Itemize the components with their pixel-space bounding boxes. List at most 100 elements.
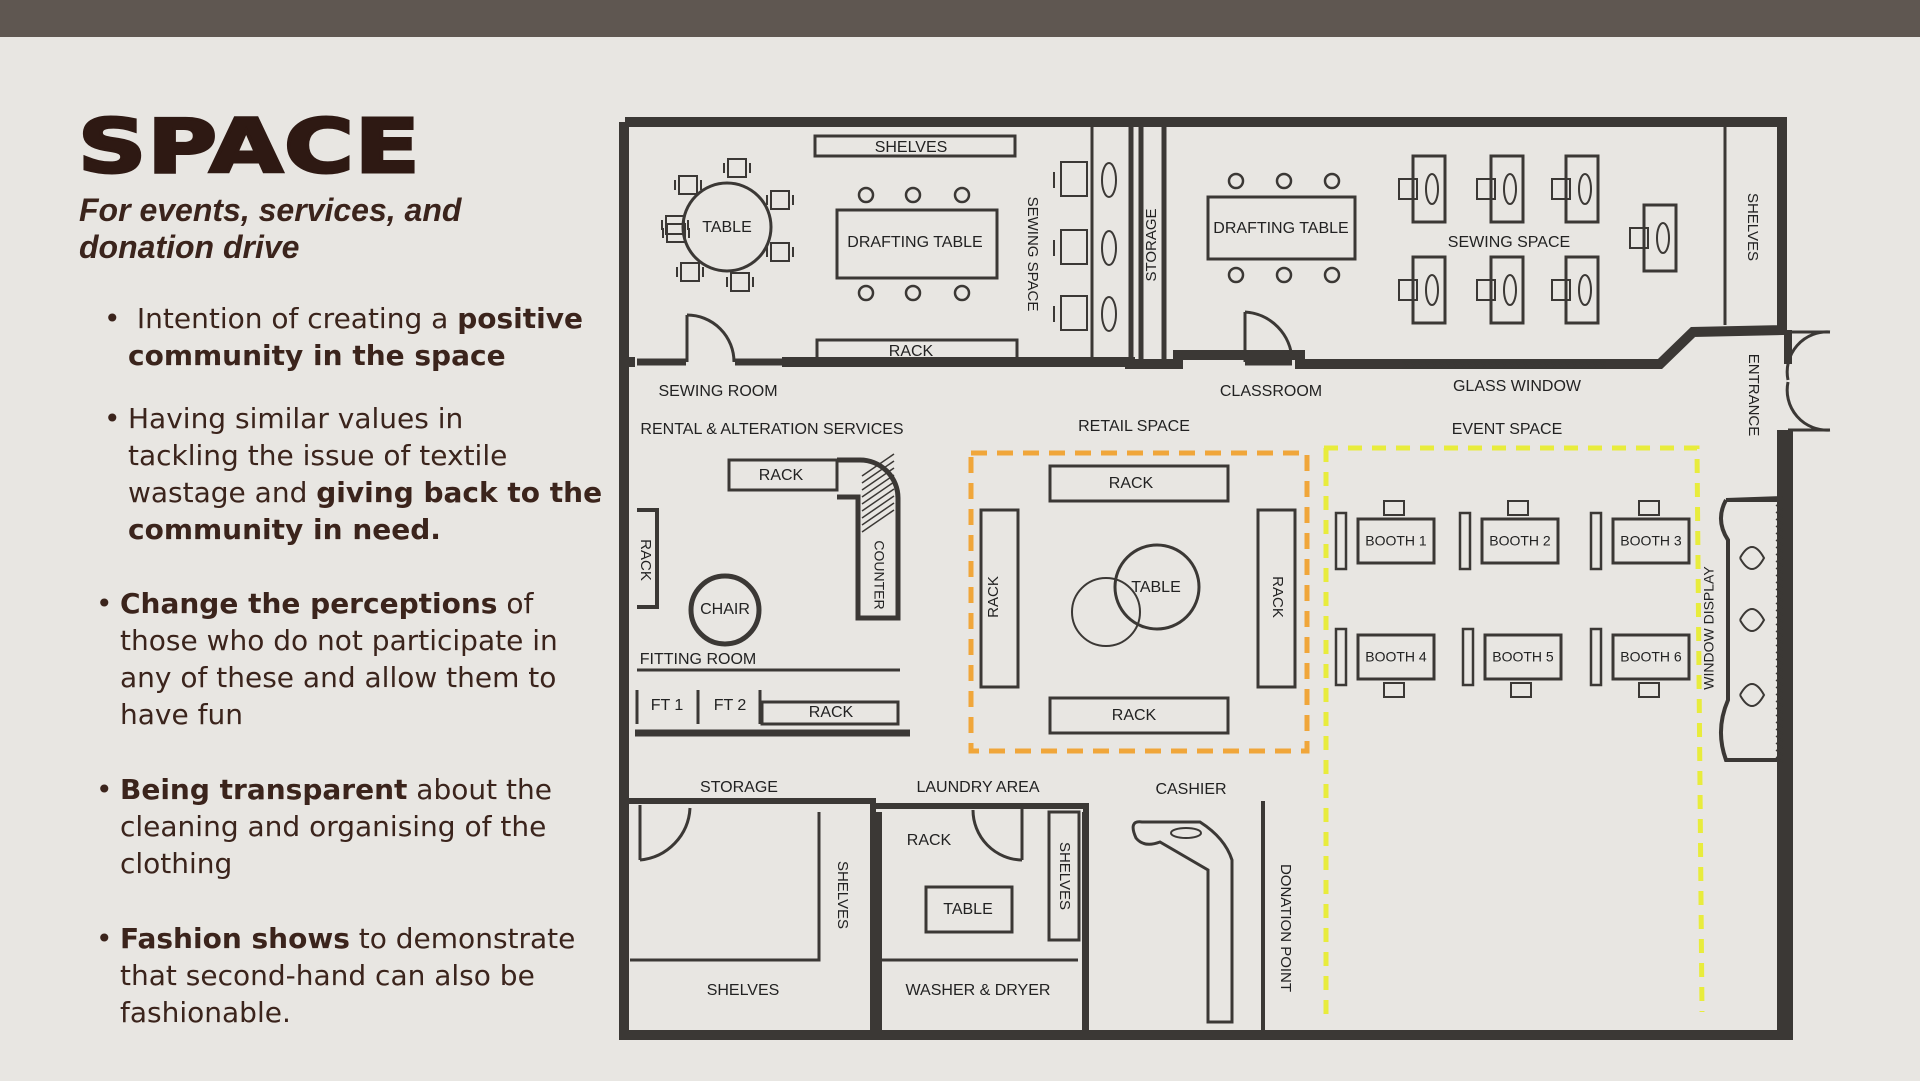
laundry-door: [971, 808, 1024, 862]
stool-icon: [953, 284, 971, 302]
sewing-machine-icon: [1425, 274, 1439, 306]
counter-hatch: [861, 467, 895, 491]
window-display-hatch: [1775, 707, 1784, 714]
bullet-text: to demonstrate: [349, 922, 576, 955]
booth-rack: [1334, 511, 1348, 571]
window-display-hatch: [1775, 756, 1784, 763]
window-display-hatch: [1775, 735, 1784, 742]
window-display-hatch: [1775, 693, 1784, 700]
bullet-text-bold: positive: [457, 302, 583, 335]
cashier-register: [1170, 827, 1202, 839]
window-display-hatch: [1775, 616, 1784, 623]
donation-point-label: DONATION POINT: [1277, 864, 1294, 992]
storage-label: STORAGE: [700, 779, 778, 796]
window-display-hatch: [1775, 651, 1784, 658]
window-display-hatch: [1775, 665, 1784, 672]
rack-label: RACK: [907, 832, 952, 849]
table-label: TABLE: [1131, 579, 1181, 596]
bullet-line: those who do not participate in: [120, 622, 558, 659]
storage-label-top: STORAGE: [1143, 208, 1160, 281]
event-zone-outline: [1323, 445, 1705, 1015]
laundry-label: LAUNDRY AREA: [916, 779, 1039, 796]
chair-icon: [662, 223, 690, 243]
window-display: [1719, 498, 1785, 762]
fitting-room-walls: [635, 690, 762, 724]
stool-icon: [1275, 172, 1293, 190]
rack-label: RACK: [889, 343, 934, 360]
bullet-text-bold: Fashion shows: [120, 922, 350, 955]
counter-label: COUNTER: [871, 540, 887, 609]
rack-retail-left: [979, 508, 1020, 689]
rack-bottom: [760, 700, 900, 726]
sewing-machine-icon: [1503, 274, 1517, 306]
bullet-text: about the: [407, 773, 552, 806]
bullet-text: Having similar values in: [128, 402, 464, 435]
counter-hatch: [861, 488, 895, 512]
bullet-line: clothing: [120, 845, 552, 882]
chair-icon: [766, 190, 794, 210]
window-display-hatch: [1775, 700, 1784, 707]
bullet-text: wastage and: [128, 476, 317, 509]
drafting-table-left: [835, 208, 999, 280]
ft1-label: FT 1: [651, 697, 684, 714]
rack-label: RACK: [1269, 576, 1286, 618]
sewing-machine-icon: [1101, 230, 1117, 266]
outer-wall: [619, 117, 1793, 1040]
sewing-desk: [1564, 154, 1600, 224]
bullet-dot: •: [104, 402, 121, 435]
entrance-door: [1785, 330, 1831, 432]
rack-retail-top: [1048, 464, 1230, 503]
sewing-machine-icon: [1101, 296, 1117, 332]
shelves-label-right: SHELVES: [1744, 193, 1761, 261]
window-display-hatch: [1775, 539, 1784, 546]
interior-wall: [637, 508, 659, 609]
page-title: SPACE: [76, 104, 421, 190]
table-label: TABLE: [943, 901, 993, 918]
bullet-text-bold: Being transparent: [120, 773, 408, 806]
bullet-line: wastage and giving back to the: [128, 474, 602, 511]
window-display-hatch: [1775, 637, 1784, 644]
counter-hatch: [861, 453, 895, 477]
chair-circle: [688, 573, 762, 647]
booth-table: [1611, 633, 1691, 681]
chair-icon: [674, 175, 702, 195]
sewing-machine-icon: [1053, 161, 1088, 197]
bullet-text: have fun: [120, 698, 243, 731]
chair-icon: [1398, 178, 1418, 200]
rack-retail-right: [1256, 508, 1297, 689]
sewing-machine-icon: [1578, 173, 1592, 205]
window-display-hatch: [1775, 511, 1784, 518]
bullet-text-bold: Change the perceptions: [120, 587, 498, 620]
shelves-label: SHELVES: [875, 139, 948, 156]
counter-hatch: [861, 509, 895, 533]
mannequin-icon: [1739, 546, 1766, 570]
window-display-hatch: [1775, 595, 1784, 602]
glass-window-label: GLASS WINDOW: [1453, 378, 1582, 395]
bullet-line: community in need.: [128, 511, 602, 548]
stool-icon: [1227, 266, 1245, 284]
sewing-machine-icon: [1425, 173, 1439, 205]
window-display-hatch: [1775, 602, 1784, 609]
rack-label: RACK: [1109, 475, 1154, 492]
chair-icon: [1507, 500, 1529, 516]
bullet-line: tackling the issue of textile: [128, 437, 602, 474]
stool-icon: [953, 186, 971, 204]
booth-rack: [1461, 627, 1475, 687]
page-subtitle: For events, services, and donation drive: [79, 192, 462, 265]
storage-door: [638, 805, 692, 862]
booth-rack: [1589, 627, 1603, 687]
sewing-space-label: SEWING SPACE: [1448, 234, 1570, 251]
washer-dryer-label: WASHER & DRYER: [906, 982, 1051, 999]
booth-rack: [1589, 511, 1603, 571]
window-display-hatch: [1775, 714, 1784, 721]
shelves-label: SHELVES: [1056, 842, 1073, 910]
booth-label: BOOTH 3: [1620, 533, 1682, 549]
window-display-hatch: [1775, 560, 1784, 567]
counter-hatch: [861, 460, 895, 484]
stool-icon: [1323, 266, 1341, 284]
drafting-table-label: DRAFTING TABLE: [847, 234, 982, 251]
bullet-line: community in the space: [128, 337, 583, 374]
window-display-hatch: [1775, 518, 1784, 525]
